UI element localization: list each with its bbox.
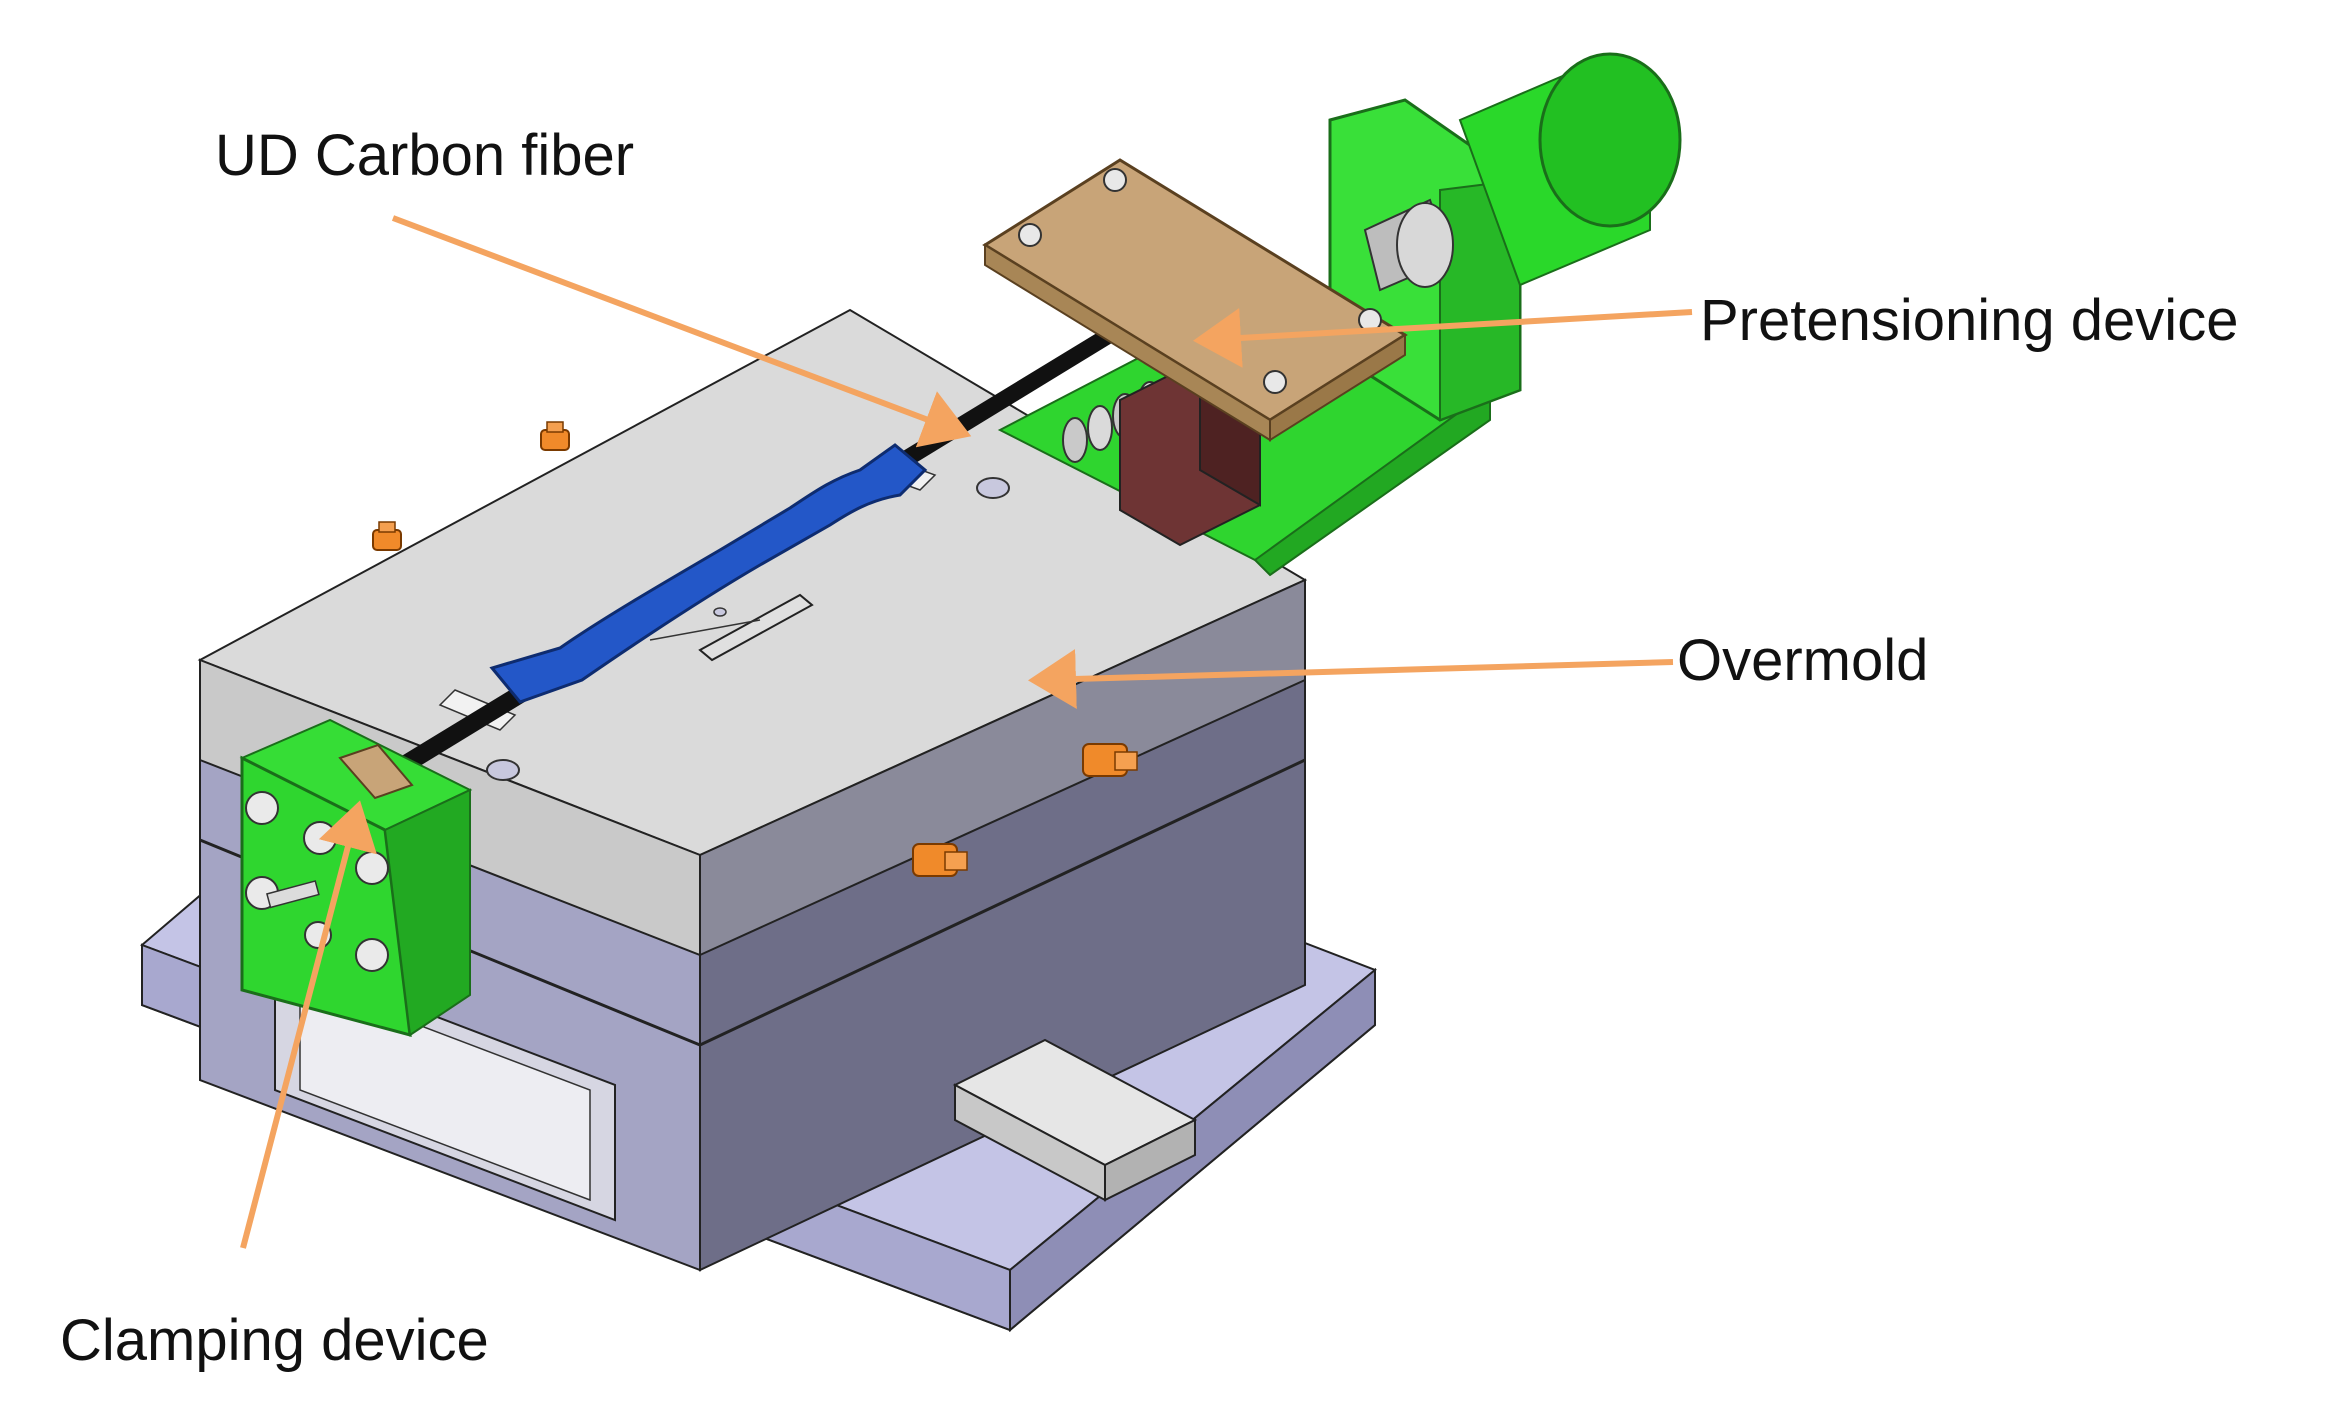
label-pretensioning-device: Pretensioning device [1700,288,2238,353]
label-ud-carbon-fiber: UD Carbon fiber [215,123,634,188]
arrow-overmold [1028,648,1674,709]
label-clamping-device: Clamping device [60,1308,489,1373]
cooling-fittings [372,421,1138,877]
arrow-clamping-device [240,800,377,1249]
label-overmold: Overmold [1677,628,1928,693]
blue-specimen [489,443,928,704]
center-slot [649,593,814,662]
ejector-bar [952,1038,1198,1202]
clamping-device [239,718,473,1038]
arrow-ud-carbon-fiber [391,215,972,448]
pretensioning-device [982,52,1682,577]
arrow-pretensioning-device [1193,307,1693,368]
